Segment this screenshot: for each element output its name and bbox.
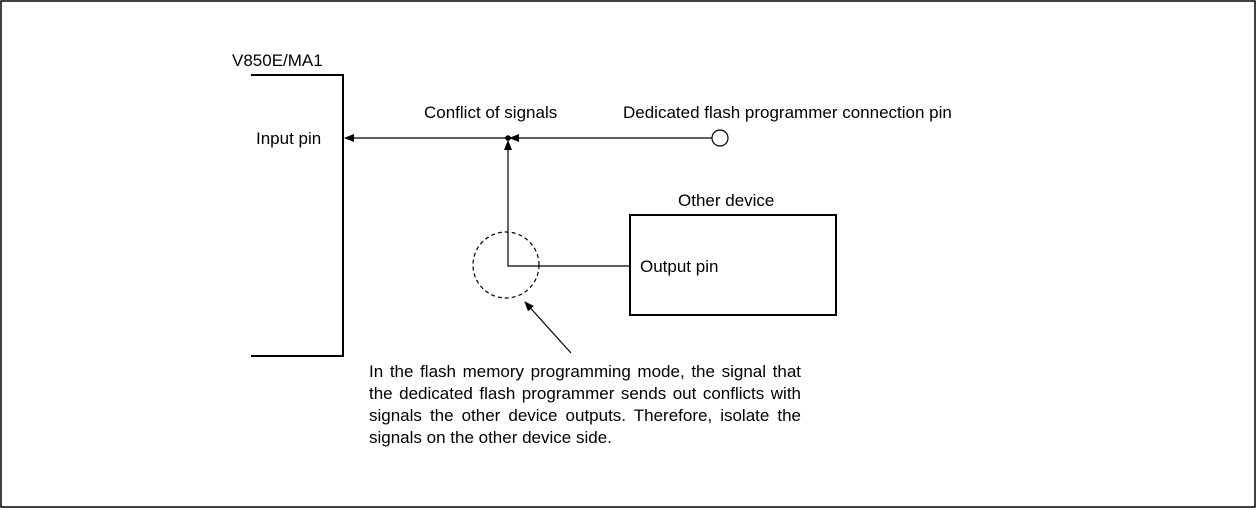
junction-dot (505, 135, 511, 141)
chip-outline (251, 74, 344, 357)
programmer-pin-label: Dedicated flash programmer connection pi… (623, 103, 952, 122)
input-pin-label: Input pin (256, 129, 321, 148)
explanation-note: In the flash memory programming mode, th… (369, 362, 801, 447)
conflict-label: Conflict of signals (424, 103, 557, 122)
conflict-highlight-circle (472, 231, 540, 299)
note-pointer-arrow (524, 301, 572, 354)
chip-name-label: V850E/MA1 (232, 51, 323, 70)
output-pin-label: Output pin (640, 257, 718, 276)
other-device-box (629, 214, 837, 316)
other-device-title: Other device (678, 191, 774, 210)
programmer-connection-pin (711, 129, 729, 147)
device-output-line (504, 140, 630, 267)
